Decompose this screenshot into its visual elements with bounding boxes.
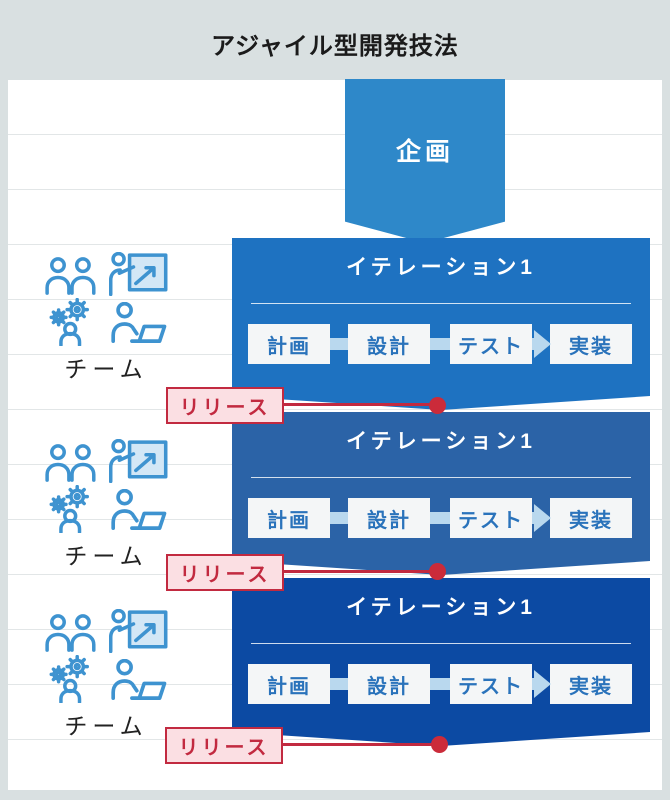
iteration-title: イテレーション1 bbox=[346, 256, 536, 279]
divider bbox=[251, 477, 631, 478]
connector bbox=[330, 512, 348, 524]
team-icon-row bbox=[40, 437, 172, 483]
release-text: リリース bbox=[178, 737, 270, 759]
divider bbox=[251, 643, 631, 644]
team-label: チーム bbox=[64, 356, 148, 382]
step-implement: 実装 bbox=[550, 664, 632, 704]
connector bbox=[430, 678, 450, 690]
step-row: 計画 設計 テスト 実装 bbox=[248, 498, 632, 538]
step-plan: 計画 bbox=[248, 498, 330, 538]
iteration-band-3: イテレーション1 計画 設計 テスト 実装 bbox=[232, 578, 650, 746]
arrow-right-icon bbox=[532, 670, 550, 698]
team-icon-row bbox=[40, 485, 172, 533]
step-design: 設計 bbox=[348, 324, 430, 364]
step-plan: 計画 bbox=[248, 664, 330, 704]
iteration-band-1: イテレーション1 計画 設計 テスト 実装 bbox=[232, 238, 650, 410]
arrow-right-icon bbox=[532, 504, 550, 532]
release-dot bbox=[429, 563, 446, 580]
gears-person-icon bbox=[46, 298, 96, 346]
connector bbox=[330, 678, 348, 690]
laptop-person-icon bbox=[105, 659, 167, 703]
connector bbox=[330, 338, 348, 350]
iteration-title: イテレーション1 bbox=[346, 430, 536, 453]
step-plan: 計画 bbox=[248, 324, 330, 364]
iteration-title: イテレーション1 bbox=[346, 596, 536, 619]
step-design: 設計 bbox=[348, 664, 430, 704]
team-icon-row bbox=[40, 250, 172, 296]
team-label: チーム bbox=[64, 543, 148, 569]
release-label: リリース bbox=[165, 727, 283, 764]
plan-pentagon: 企画 bbox=[345, 79, 505, 243]
laptop-person-icon bbox=[105, 489, 167, 533]
release-line bbox=[282, 743, 434, 746]
step-row: 計画 設計 テスト 実装 bbox=[248, 664, 632, 704]
people-pair-icon bbox=[44, 443, 100, 483]
presentation-chart-icon bbox=[108, 439, 169, 483]
release-label: リリース bbox=[166, 387, 284, 424]
presentation-chart-icon bbox=[108, 609, 169, 653]
step-design: 設計 bbox=[348, 498, 430, 538]
step-implement: 実装 bbox=[550, 498, 632, 538]
release-text: リリース bbox=[179, 564, 271, 586]
gears-person-icon bbox=[46, 655, 96, 703]
release-text: リリース bbox=[179, 397, 271, 419]
laptop-person-icon bbox=[105, 302, 167, 346]
release-dot bbox=[429, 397, 446, 414]
team-group-1: チーム bbox=[40, 250, 172, 384]
step-test: テスト bbox=[450, 324, 532, 364]
divider bbox=[251, 303, 631, 304]
release-line bbox=[282, 570, 432, 573]
people-pair-icon bbox=[44, 256, 100, 296]
connector bbox=[430, 512, 450, 524]
step-test: テスト bbox=[450, 498, 532, 538]
team-group-2: チーム bbox=[40, 437, 172, 571]
release-line bbox=[282, 403, 432, 406]
step-row: 計画 設計 テスト 実装 bbox=[248, 324, 632, 364]
presentation-chart-icon bbox=[108, 252, 169, 296]
step-implement: 実装 bbox=[550, 324, 632, 364]
step-test: テスト bbox=[450, 664, 532, 704]
team-icon-row bbox=[40, 607, 172, 653]
release-label: リリース bbox=[166, 554, 284, 591]
team-icon-row bbox=[40, 655, 172, 703]
people-pair-icon bbox=[44, 613, 100, 653]
plan-label: 企画 bbox=[395, 138, 454, 166]
team-label: チーム bbox=[64, 713, 148, 739]
team-group-3: チーム bbox=[40, 607, 172, 741]
release-dot bbox=[431, 736, 448, 753]
arrow-right-icon bbox=[532, 330, 550, 358]
team-icon-row bbox=[40, 298, 172, 346]
connector bbox=[430, 338, 450, 350]
iteration-band-2: イテレーション1 計画 設計 テスト 実装 bbox=[232, 412, 650, 575]
page-title: アジャイル型開発技法 bbox=[211, 33, 459, 60]
gears-person-icon bbox=[46, 485, 96, 533]
